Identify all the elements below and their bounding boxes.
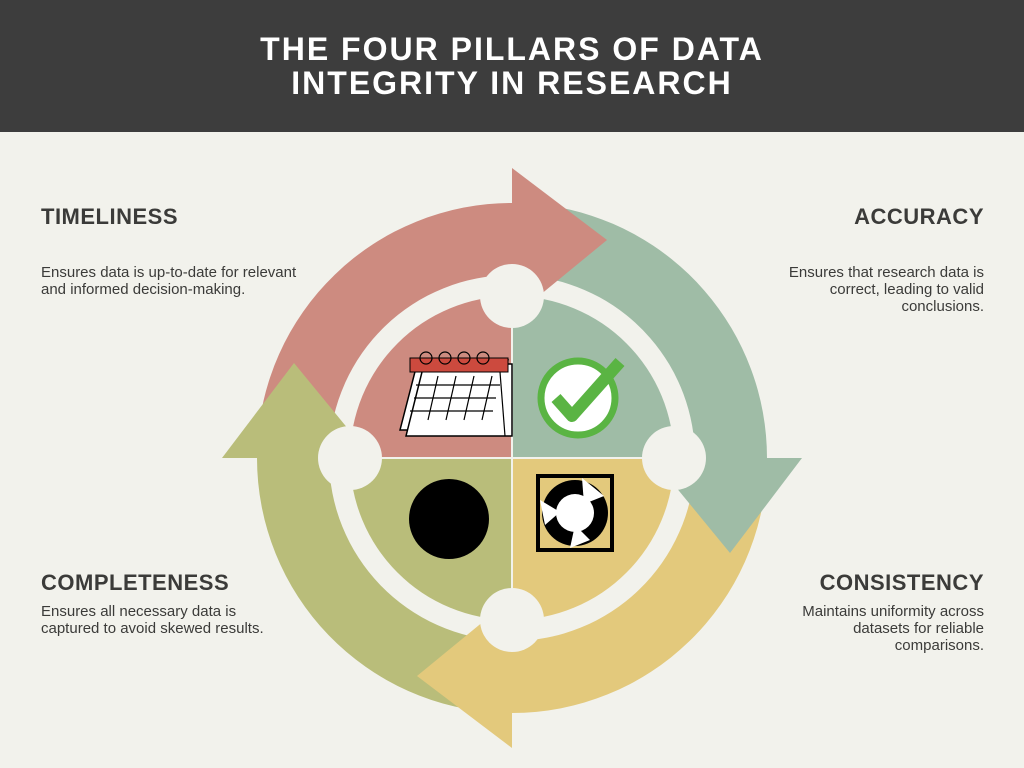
- pillar-description: Ensures all necessary data is captured t…: [41, 603, 264, 637]
- notch: [642, 426, 706, 490]
- pillar-description: Maintains uniformity across datasets for…: [802, 603, 984, 654]
- pillar-heading: COMPLETENESS: [41, 570, 230, 595]
- arrow-band-consistency: [512, 464, 767, 713]
- filled-circle-icon: [409, 479, 489, 559]
- arrow-band-completeness: [257, 458, 506, 713]
- page-title: THE FOUR PILLARS OF DATA INTEGRITY IN RE…: [260, 31, 764, 101]
- pillar-description: Ensures that research data is correct, l…: [788, 264, 984, 315]
- pillar-heading: TIMELINESS: [41, 204, 179, 229]
- refresh-icon: [536, 474, 614, 552]
- pillar-completeness: COMPLETENESS Ensures all necessary data …: [41, 570, 301, 637]
- check-circle-icon: [537, 357, 625, 439]
- pillar-heading: ACCURACY: [854, 204, 984, 229]
- arrow-band-accuracy: [537, 205, 767, 458]
- pillar-timeliness: TIMELINESS Ensures data is up-to-date fo…: [41, 204, 301, 298]
- pillar-description: Ensures data is up-to-date for relevant …: [41, 264, 297, 298]
- arrow-band-timeliness: [257, 203, 512, 452]
- notch: [480, 264, 544, 328]
- pillar-heading: CONSISTENCY: [819, 570, 984, 595]
- notch: [480, 588, 544, 652]
- notch: [318, 426, 382, 490]
- title-banner: THE FOUR PILLARS OF DATA INTEGRITY IN RE…: [0, 0, 1024, 132]
- pillar-consistency: CONSISTENCY Maintains uniformity across …: [724, 570, 984, 654]
- calendar-icon: [399, 351, 513, 437]
- pillar-accuracy: ACCURACY Ensures that research data is c…: [724, 204, 984, 315]
